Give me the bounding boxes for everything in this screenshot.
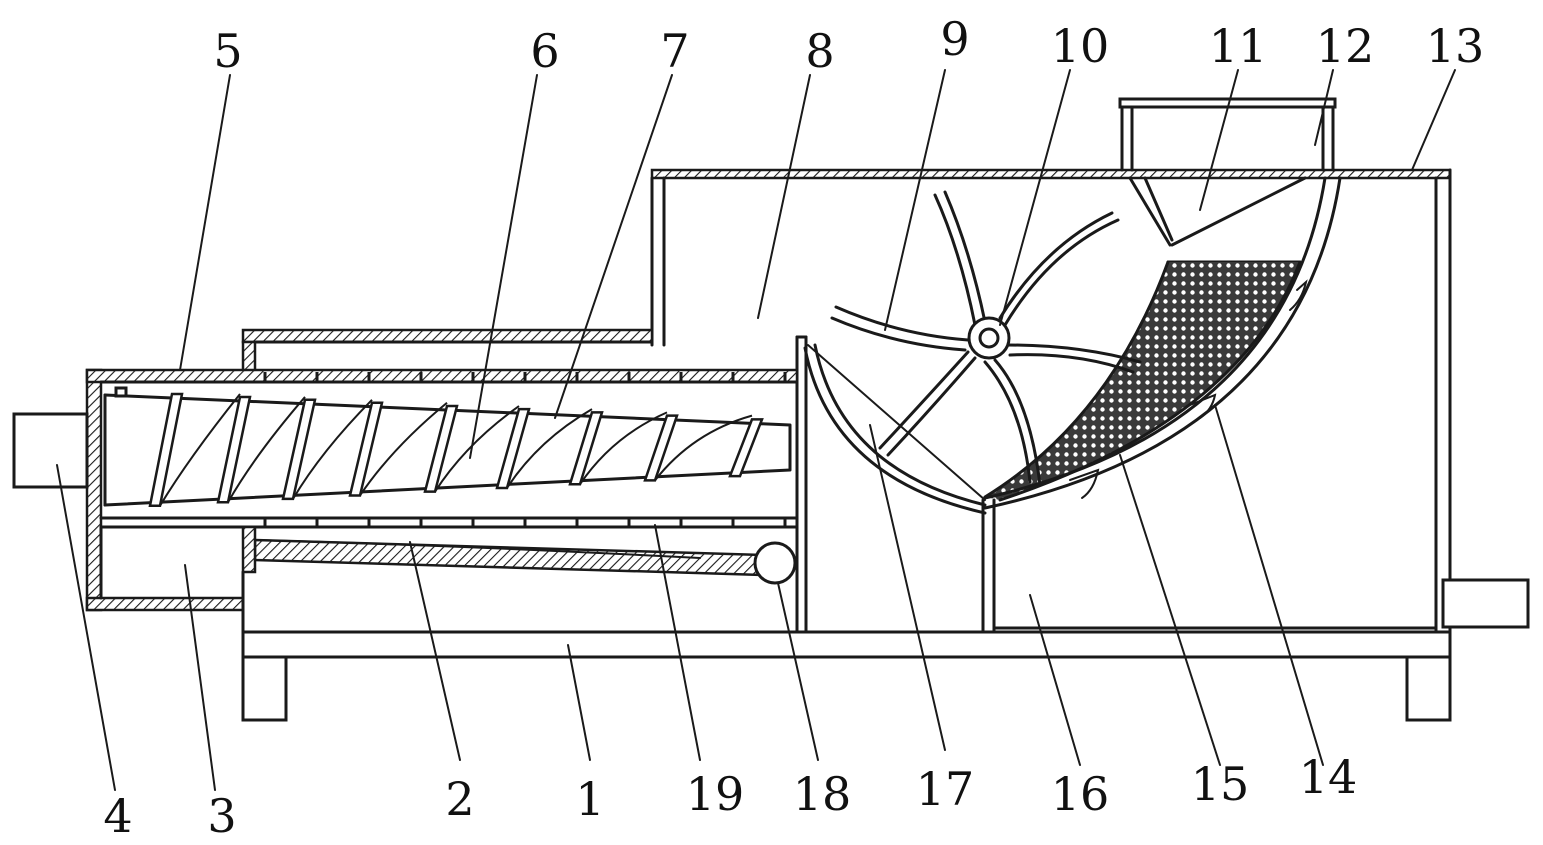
callout-4: 4 — [103, 789, 132, 843]
main-housing — [650, 168, 1452, 634]
callout-8: 8 — [805, 24, 834, 78]
screw-flight — [568, 411, 604, 486]
callout-18: 18 — [793, 767, 852, 821]
callout-5: 5 — [213, 24, 242, 78]
callout-3: 3 — [207, 789, 236, 843]
curved-sieve-mesh — [983, 260, 1302, 502]
roller — [753, 541, 797, 585]
curved-chute — [795, 335, 987, 634]
curved-outer-wall — [983, 176, 1342, 510]
screw-flight — [423, 404, 459, 493]
lower-trough — [241, 525, 767, 634]
outlet-pipe — [1441, 578, 1530, 629]
screw-flight — [148, 392, 184, 507]
feed-hopper — [1118, 97, 1337, 264]
callout-7: 7 — [660, 24, 689, 78]
callout-9: 9 — [940, 12, 969, 66]
screw-flight — [728, 418, 764, 478]
screw-flight — [348, 401, 384, 497]
callout-19: 19 — [686, 767, 745, 821]
base-frame — [241, 630, 1452, 722]
partition-wall — [981, 498, 1438, 634]
screw-flight-edge — [654, 414, 753, 482]
screw-flights — [148, 392, 764, 507]
callout-1: 1 — [575, 772, 604, 826]
callout-12: 12 — [1316, 19, 1375, 73]
callout-11: 11 — [1209, 19, 1268, 73]
screw-flight — [281, 398, 317, 501]
screw-flight — [495, 407, 531, 490]
callout-15: 15 — [1191, 757, 1250, 811]
callout-16: 16 — [1051, 767, 1110, 821]
callout-17: 17 — [916, 762, 975, 816]
drive-motor — [12, 412, 89, 489]
callout-2: 2 — [445, 772, 474, 826]
rotor-assembly — [830, 190, 1142, 487]
callout-10: 10 — [1051, 19, 1110, 73]
screw-flight-edge — [159, 393, 241, 507]
screw-flight-edge — [227, 396, 306, 503]
screw-flight-edge — [292, 399, 373, 500]
callout-14: 14 — [1299, 750, 1358, 804]
leader-lines — [56, 69, 1456, 791]
screw-flight-edge — [359, 401, 448, 497]
screen-perforations — [263, 372, 787, 527]
callout-13: 13 — [1426, 19, 1485, 73]
drum-housing — [241, 328, 654, 374]
screw-flight — [643, 414, 679, 482]
callout-6: 6 — [530, 24, 559, 78]
screw-flight-edge — [506, 408, 593, 489]
screw-flight — [216, 395, 252, 504]
screw-flight-edge — [579, 411, 668, 485]
